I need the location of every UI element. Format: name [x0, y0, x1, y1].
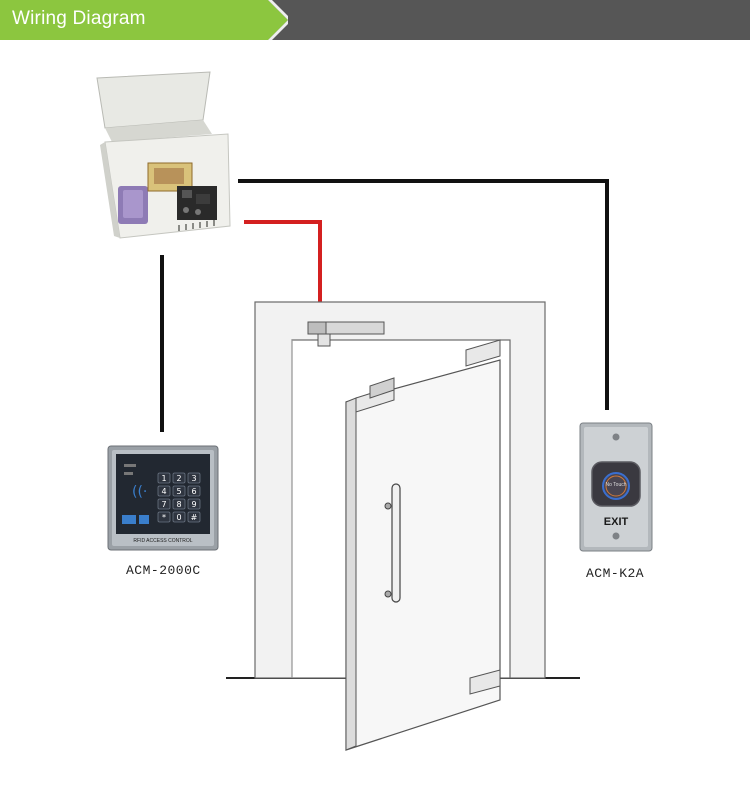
- magnetic-lock: [307, 321, 385, 347]
- page-title: Wiring Diagram: [12, 8, 146, 29]
- keypad-key: [172, 472, 186, 484]
- keypad-key-label: 7: [161, 500, 166, 509]
- keypad-key-label: 6: [191, 487, 196, 496]
- wire-power-to-lock: [244, 220, 322, 322]
- keypad-key: [157, 485, 171, 497]
- keypad-key: [157, 498, 171, 510]
- wiring-diagram: ((· 1 2 3 4 5 6 7 8 9 * 0 # RFID ACCESS CONTROL No …: [0, 40, 750, 784]
- keypad-key: [187, 498, 201, 510]
- keypad-key: [187, 472, 201, 484]
- keypad-model-label: ACM-2000C: [126, 563, 201, 578]
- door-handle: [391, 483, 401, 603]
- exit-button-exit-text: EXIT: [604, 516, 629, 528]
- power-supply-box: [96, 71, 231, 239]
- keypad-key-label: 2: [176, 474, 181, 483]
- keypad-key-label: 0: [176, 513, 181, 522]
- keypad-key: [187, 511, 201, 523]
- keypad-key: [157, 511, 171, 523]
- keypad-key-label: 1: [161, 474, 166, 483]
- keypad-key: [172, 485, 186, 497]
- keypad-key: [187, 485, 201, 497]
- keypad-key: [157, 472, 171, 484]
- keypad-key-label: 5: [176, 487, 181, 496]
- keypad-key-label: 4: [161, 487, 166, 496]
- keypad-panel-text: RFID ACCESS CONTROL: [133, 538, 192, 544]
- exit-button-model-label: ACM-K2A: [586, 566, 645, 581]
- keypad-key-label: 8: [176, 500, 181, 509]
- keypad-keys: 1 2 3 4 5 6 7 8 9 * 0 #: [157, 472, 201, 523]
- keypad-key: [172, 498, 186, 510]
- door-leaf: [345, 339, 501, 751]
- keypad-key-label: 3: [191, 474, 196, 483]
- header-bar: Wiring Diagram: [0, 0, 750, 40]
- svg-text:((·: ((·: [132, 484, 147, 500]
- exit-button-device: [579, 422, 653, 552]
- keypad-key: [172, 511, 186, 523]
- exit-button-no-touch-text: No Touch: [605, 482, 626, 488]
- keypad-key-label: 9: [191, 500, 196, 509]
- keypad-key-label: *: [162, 513, 166, 522]
- diagram-svg: ((· 1 2 3 4 5 6 7 8 9 * 0 # RFID ACCESS CONTROL No …: [96, 71, 653, 751]
- keypad-device: ((·: [107, 445, 219, 551]
- wire-power-to-exit-button: [238, 179, 609, 410]
- keypad-key-label: #: [191, 513, 198, 522]
- header-tab-shape: [0, 0, 288, 40]
